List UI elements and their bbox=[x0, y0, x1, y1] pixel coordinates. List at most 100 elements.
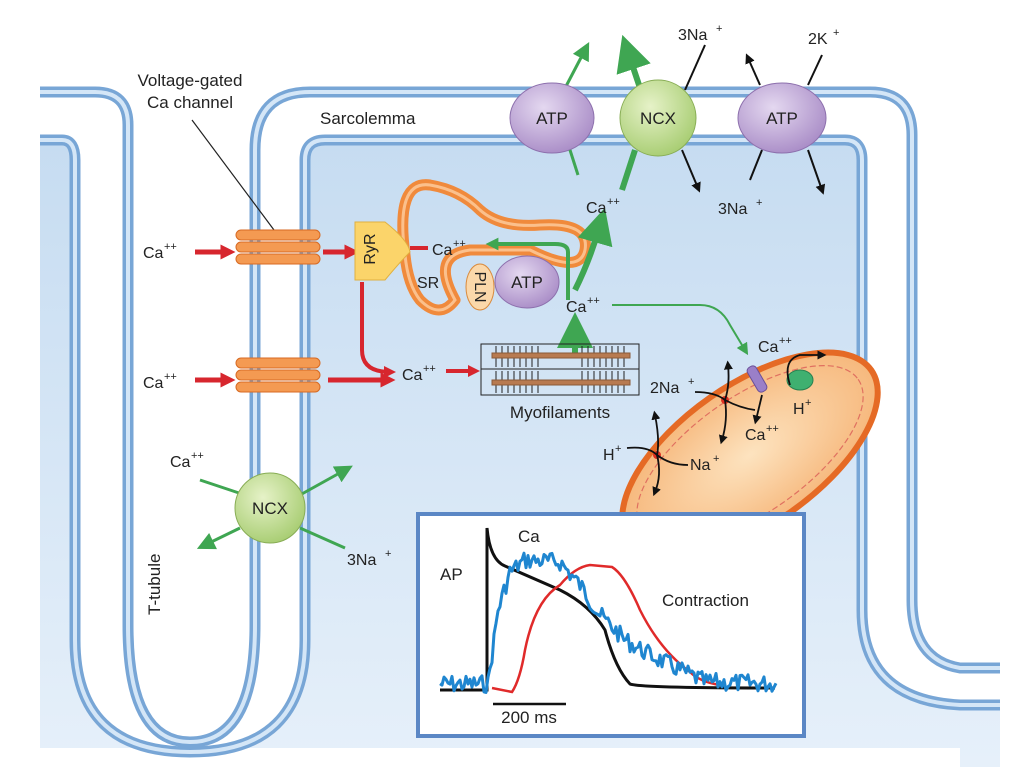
svg-text:Na: Na bbox=[690, 457, 711, 474]
ncx-label: NCX bbox=[252, 499, 288, 518]
svg-text:++: ++ bbox=[164, 371, 177, 383]
mcu-channel bbox=[746, 365, 768, 393]
svg-text:++: ++ bbox=[766, 423, 779, 435]
ca-label: Ca++ bbox=[745, 423, 779, 444]
ca-label: Ca++ bbox=[143, 371, 177, 392]
svg-text:Ca: Ca bbox=[143, 245, 164, 262]
svg-text:++: ++ bbox=[607, 196, 620, 208]
pmca-atp-pump bbox=[509, 82, 595, 154]
na-label: 3Na + bbox=[678, 23, 722, 44]
ca-label: Ca++ bbox=[402, 363, 436, 384]
serca-atp-pump bbox=[494, 255, 560, 309]
pln-label: PLN bbox=[471, 271, 488, 302]
myofilaments-label: Myofilaments bbox=[510, 403, 610, 422]
myofilaments bbox=[480, 343, 640, 396]
svg-text:3Na: 3Na bbox=[678, 27, 707, 44]
svg-text:3Na: 3Na bbox=[718, 201, 747, 218]
k-label: 2K + bbox=[808, 27, 839, 48]
leader-line bbox=[191, 119, 275, 231]
svg-text:+: + bbox=[833, 27, 839, 39]
serca-uptake-arrow bbox=[485, 237, 570, 300]
svg-text:2K: 2K bbox=[808, 31, 828, 48]
svg-text:Ca: Ca bbox=[402, 367, 423, 384]
svg-text:Ca: Ca bbox=[170, 454, 191, 471]
na-label: 3Na + bbox=[718, 197, 762, 218]
ca-label: Ca++ bbox=[758, 335, 792, 356]
t-tubule-label: T-tubule bbox=[145, 554, 164, 615]
na-label: 2Na + bbox=[650, 376, 694, 397]
efflux-arrow bbox=[196, 526, 241, 550]
efflux-arrow bbox=[299, 465, 353, 497]
scale-bar-label: 200 ms bbox=[501, 708, 557, 727]
ca-label: Ca++ bbox=[432, 238, 466, 259]
na-arrow bbox=[718, 399, 728, 445]
ncx-na-arrow bbox=[299, 526, 346, 550]
h-label: H+ bbox=[793, 397, 811, 418]
ca-label: Ca++ bbox=[170, 450, 204, 471]
ncx-ca-arrow bbox=[199, 478, 246, 497]
nhe-transporter bbox=[786, 369, 814, 391]
na-arrow bbox=[749, 149, 763, 181]
sr-label: SR bbox=[417, 275, 439, 292]
ncx-label: NCX bbox=[640, 109, 676, 128]
ncx-exchanger bbox=[234, 472, 306, 544]
na-efflux-arrow bbox=[745, 53, 761, 86]
ap-label: AP bbox=[440, 565, 463, 584]
ca-label: Ca++ bbox=[143, 241, 177, 262]
ca-arrow bbox=[724, 399, 756, 411]
k-influx-arrow bbox=[807, 149, 826, 195]
svg-text:++: ++ bbox=[587, 295, 600, 307]
na-k-atpase bbox=[737, 82, 827, 154]
voltage-gated-ca-channel bbox=[235, 357, 321, 393]
svg-text:2Na: 2Na bbox=[650, 380, 679, 397]
pln bbox=[465, 263, 495, 311]
contraction-label: Contraction bbox=[662, 591, 749, 610]
svg-text:Ca: Ca bbox=[432, 242, 453, 259]
na-arrow bbox=[656, 454, 689, 466]
ryr-channel bbox=[354, 221, 411, 281]
svg-text:++: ++ bbox=[423, 363, 436, 375]
h-arrow bbox=[652, 454, 661, 497]
svg-text:++: ++ bbox=[191, 450, 204, 462]
svg-text:Ca: Ca bbox=[745, 427, 766, 444]
ryr-label: RyR bbox=[362, 233, 379, 264]
svg-text:Ca: Ca bbox=[143, 375, 164, 392]
svg-text:Ca: Ca bbox=[566, 299, 587, 316]
mito-uptake-arrow bbox=[612, 304, 749, 356]
ca-label: Ca++ bbox=[586, 196, 620, 217]
svg-text:H: H bbox=[793, 401, 805, 418]
efflux-arrow bbox=[572, 207, 613, 292]
atp-label: ATP bbox=[511, 273, 543, 292]
voltage-gated-label: Voltage-gated bbox=[138, 71, 243, 90]
svg-text:++: ++ bbox=[164, 241, 177, 253]
svg-text:++: ++ bbox=[779, 335, 792, 347]
svg-text:+: + bbox=[713, 453, 719, 465]
ca-uptake-arrow bbox=[752, 394, 763, 425]
efflux-arrow bbox=[568, 149, 580, 176]
ca-trace bbox=[439, 551, 778, 694]
svg-text:+: + bbox=[716, 23, 722, 35]
efflux-arrow bbox=[619, 149, 638, 191]
svg-text:Ca: Ca bbox=[758, 339, 779, 356]
ncx-exchanger bbox=[619, 79, 697, 157]
svg-text:Ca: Ca bbox=[586, 200, 607, 217]
ap-trace bbox=[440, 527, 776, 692]
sarcolemma-label: Sarcolemma bbox=[320, 109, 416, 128]
svg-text:+: + bbox=[615, 443, 621, 455]
sarcolemma-membrane bbox=[40, 86, 1000, 758]
h-label: H+ bbox=[603, 443, 621, 464]
svg-text:+: + bbox=[756, 197, 762, 209]
atp-label: ATP bbox=[536, 109, 568, 128]
svg-text:3Na: 3Na bbox=[347, 552, 376, 569]
svg-text:+: + bbox=[385, 548, 391, 560]
na-influx-arrow bbox=[681, 149, 701, 193]
ca-label: Ca++ bbox=[566, 295, 600, 316]
na-label: Na+ bbox=[690, 453, 719, 474]
k-arrow bbox=[807, 54, 823, 86]
svg-text:++: ++ bbox=[453, 238, 466, 250]
na-label: 3Na + bbox=[347, 548, 391, 569]
voltage-gated-ca-channel bbox=[235, 229, 321, 265]
svg-text:+: + bbox=[688, 376, 694, 388]
efflux-arrow bbox=[616, 34, 651, 89]
